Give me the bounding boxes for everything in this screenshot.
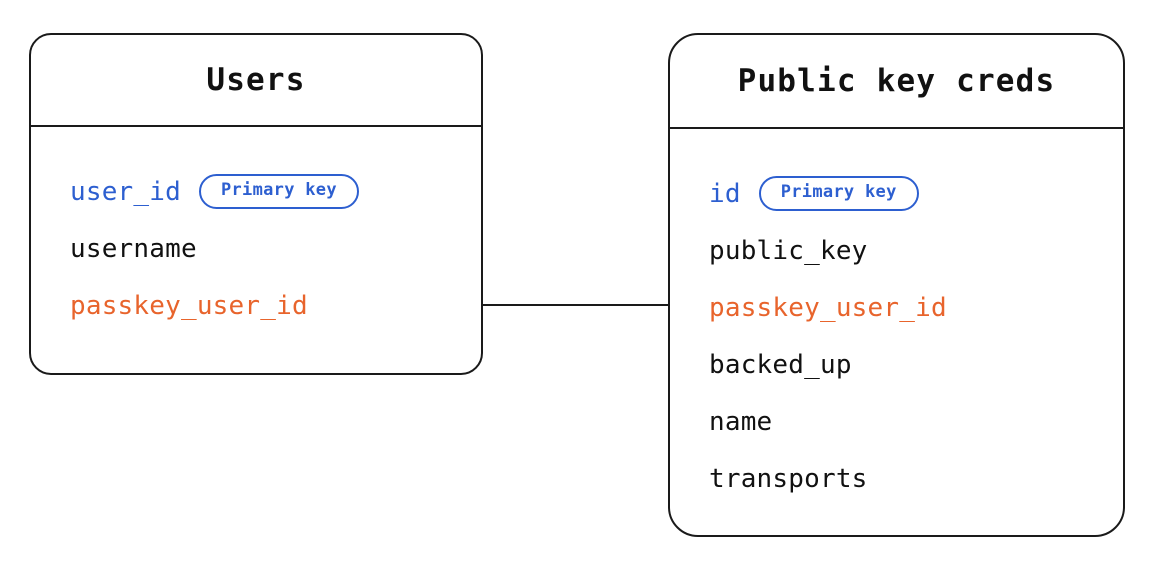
primary-key-badge: Primary key <box>198 173 359 210</box>
entity-title-public-key-creds: Public key creds <box>737 63 1056 99</box>
field-name-backed-up: backed_up <box>709 349 852 380</box>
field-name-public-key: public_key <box>709 235 868 266</box>
field-name-passkey-user-id: passkey_user_id <box>709 292 947 323</box>
field-row-passkey-user-id[interactable]: passkey_user_id <box>670 279 1123 336</box>
field-row-backed-up[interactable]: backed_up <box>670 336 1123 393</box>
field-row-name[interactable]: name <box>670 393 1123 450</box>
field-row-id[interactable]: id Primary key <box>670 165 1123 222</box>
field-row-transports[interactable]: transports <box>670 450 1123 507</box>
field-name-user-id: user_id <box>70 176 181 207</box>
field-name-passkey-user-id: passkey_user_id <box>70 290 308 321</box>
relationship-connector-line[interactable] <box>481 304 670 306</box>
field-row-passkey-user-id[interactable]: passkey_user_id <box>31 277 481 334</box>
field-name-id: id <box>709 178 741 209</box>
field-row-username[interactable]: username <box>31 220 481 277</box>
entity-field-list-users: user_id Primary key username passkey_use… <box>31 127 481 334</box>
field-name-name: name <box>709 406 773 437</box>
primary-key-badge: Primary key <box>758 175 919 212</box>
entity-title-users: Users <box>206 62 306 98</box>
entity-header-public-key-creds: Public key creds <box>670 35 1123 129</box>
entity-box-users[interactable]: Users user_id Primary key username passk… <box>29 33 483 375</box>
entity-header-users: Users <box>31 35 481 127</box>
field-name-username: username <box>70 233 197 264</box>
field-row-user-id[interactable]: user_id Primary key <box>31 163 481 220</box>
field-row-public-key[interactable]: public_key <box>670 222 1123 279</box>
entity-field-list-public-key-creds: id Primary key public_key passkey_user_i… <box>670 129 1123 507</box>
entity-box-public-key-creds[interactable]: Public key creds id Primary key public_k… <box>668 33 1125 537</box>
field-name-transports: transports <box>709 463 868 494</box>
